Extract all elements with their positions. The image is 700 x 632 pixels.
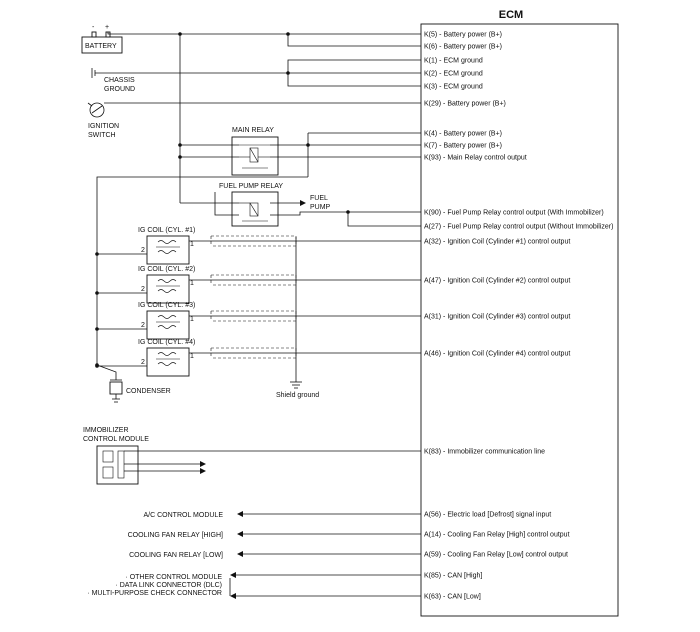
wire-ground-k3 — [287, 73, 421, 87]
wire-battery-k5 — [107, 32, 421, 35]
coil-pin-2: 2 — [141, 247, 145, 254]
coil-pin-1: 1 — [190, 280, 194, 287]
coil-pin-1: 1 — [190, 316, 194, 323]
chassis-ground-label-1: CHASSIS — [104, 77, 135, 84]
ecm-pin-k63: K(63) - CAN [Low] — [424, 594, 481, 601]
ecm-pin-a56: A(56) - Electric load [Defrost] signal i… — [424, 512, 551, 519]
ig-coil-label: IG COIL (CYL. #4) — [138, 339, 195, 346]
fuel-pump-relay-box — [231, 191, 279, 227]
ig-coil-box — [146, 347, 190, 377]
battery: - + BATTERY — [81, 24, 123, 54]
ecm-pin-k4: K(4) - Battery power (B+) — [424, 131, 502, 138]
coil-pin-2: 2 — [141, 359, 145, 366]
shield-ground-label: Shield ground — [276, 392, 319, 399]
coil-winding-icon — [157, 240, 177, 254]
ecm-pin-k5: K(5) - Battery power (B+) — [424, 32, 502, 39]
chassis-ground-label-2: GROUND — [104, 86, 135, 93]
ecm-pin-a31: A(31) - Ignition Coil (Cylinder #3) cont… — [424, 314, 570, 321]
ig-coil-label: IG COIL (CYL. #3) — [138, 302, 195, 309]
wire-fuel-relay-coil — [214, 192, 239, 216]
wire-battery-k6 — [287, 34, 421, 47]
ecm-pin-a14: A(14) - Cooling Fan Relay [High] control… — [424, 532, 570, 539]
ignition-switch-label-1: IGNITION — [88, 123, 119, 130]
ecm-pin-a32: A(32) - Ignition Coil (Cylinder #1) cont… — [424, 239, 570, 246]
coil-winding-icon — [157, 315, 177, 329]
wire-coil-supply — [96, 176, 308, 365]
ecm-pin-a47: A(47) - Ignition Coil (Cylinder #2) cont… — [424, 278, 570, 285]
arrow-left-icon — [237, 511, 243, 517]
immobilizer-box — [96, 445, 139, 485]
arrow-right-icon — [200, 461, 206, 467]
immobilizer-icon — [102, 450, 125, 479]
ig-coil-box — [146, 310, 190, 340]
ecm-pin-k93: K(93) - Main Relay control output — [424, 155, 527, 162]
fuel-pump-relay-label: FUEL PUMP RELAY — [219, 183, 283, 190]
ig-coil-3: IG COIL (CYL. #3) 2 1 — [95, 302, 421, 340]
condenser-label: CONDENSER — [126, 388, 171, 395]
wire-condenser — [96, 364, 117, 380]
coil-pin-1: 1 — [190, 241, 194, 248]
ecm-title: ECM — [499, 9, 523, 21]
coil-pin-2: 2 — [141, 286, 145, 293]
coil-pin-1: 1 — [190, 353, 194, 360]
wire-a27 — [347, 212, 421, 227]
ecm-pin-list: K(5) - Battery power (B+) K(6) - Battery … — [424, 32, 613, 601]
wire-k90 — [270, 211, 421, 216]
wire-ground-k1 — [287, 59, 421, 73]
arrow-left-icon — [237, 551, 243, 557]
coil-winding-icon — [157, 352, 177, 366]
can-module-label-1: · OTHER CONTROL MODULE — [125, 574, 222, 581]
ig-coil-4: IG COIL (CYL. #4) 2 1 — [95, 339, 421, 377]
arrow-left-icon — [230, 593, 236, 599]
battery-plus: + — [105, 24, 109, 31]
arrow-left-icon — [237, 531, 243, 537]
fuel-pump-label-2: PUMP — [310, 204, 331, 211]
ig-coil-label: IG COIL (CYL. #2) — [138, 266, 195, 273]
fuel-pump-arrow-icon — [300, 200, 306, 206]
chassis-ground-icon — [91, 68, 96, 78]
arrow-right-icon — [200, 468, 206, 474]
fan-high-label: COOLING FAN RELAY [HIGH] — [128, 532, 223, 539]
ecm-pin-k85: K(85) - CAN [High] — [424, 573, 482, 580]
ignition-switch-icon — [87, 102, 105, 118]
ecm-pin-k83: K(83) - Immobilizer communication line — [424, 449, 545, 456]
fuel-pump-relay-coil-icon — [239, 202, 268, 222]
immobilizer-label-1: IMMOBILIZER — [83, 427, 129, 434]
battery-minus: - — [92, 24, 95, 31]
shield-ground-icon — [290, 381, 302, 389]
ecm-pin-k90: K(90) - Fuel Pump Relay control output (… — [424, 210, 604, 217]
ignition-switch-label-2: SWITCH — [88, 132, 116, 139]
ecm-pin-k6: K(6) - Battery power (B+) — [424, 44, 502, 51]
ecm-pin-a27: A(27) - Fuel Pump Relay control output (… — [424, 224, 613, 231]
fan-low-label: COOLING FAN RELAY [LOW] — [129, 552, 223, 559]
ig-coil-1: IG COIL (CYL. #1) 2 1 — [95, 227, 421, 265]
ac-control-label: A/C CONTROL MODULE — [144, 512, 224, 519]
main-relay-box — [231, 136, 279, 176]
ecm-pin-k1: K(1) - ECM ground — [424, 58, 483, 65]
ecm-pin-k3: K(3) - ECM ground — [424, 84, 483, 91]
coil-pin-2: 2 — [141, 322, 145, 329]
battery-label: BATTERY — [85, 43, 117, 50]
main-relay-coil-icon — [239, 144, 270, 169]
condenser-icon — [109, 379, 123, 403]
ecm-pin-k2: K(2) - ECM ground — [424, 71, 483, 78]
ecm-pin-k29: K(29) - Battery power (B+) — [424, 101, 506, 108]
ecm-pin-k7: K(7) - Battery power (B+) — [424, 143, 502, 150]
coil-winding-icon — [157, 279, 177, 293]
ecm-box — [420, 23, 619, 617]
ecm-pin-a59: A(59) - Cooling Fan Relay [Low] control … — [424, 552, 568, 559]
ecm-pin-a46: A(46) - Ignition Coil (Cylinder #4) cont… — [424, 351, 570, 358]
can-module-label-3: · MULTI-PURPOSE CHECK CONNECTOR — [87, 590, 222, 597]
can-module-label-2: · DATA LINK CONNECTOR (DLC) — [115, 582, 222, 589]
ig-coil-box — [146, 235, 190, 265]
ig-coil-box — [146, 274, 190, 304]
ig-coil-2: IG COIL (CYL. #2) 2 1 — [95, 266, 421, 304]
arrow-left-icon — [230, 572, 236, 578]
ig-coil-label: IG COIL (CYL. #1) — [138, 227, 195, 234]
immobilizer-label-2: CONTROL MODULE — [83, 436, 149, 443]
main-relay-label: MAIN RELAY — [232, 127, 274, 134]
fuel-pump-label-1: FUEL — [310, 195, 328, 202]
